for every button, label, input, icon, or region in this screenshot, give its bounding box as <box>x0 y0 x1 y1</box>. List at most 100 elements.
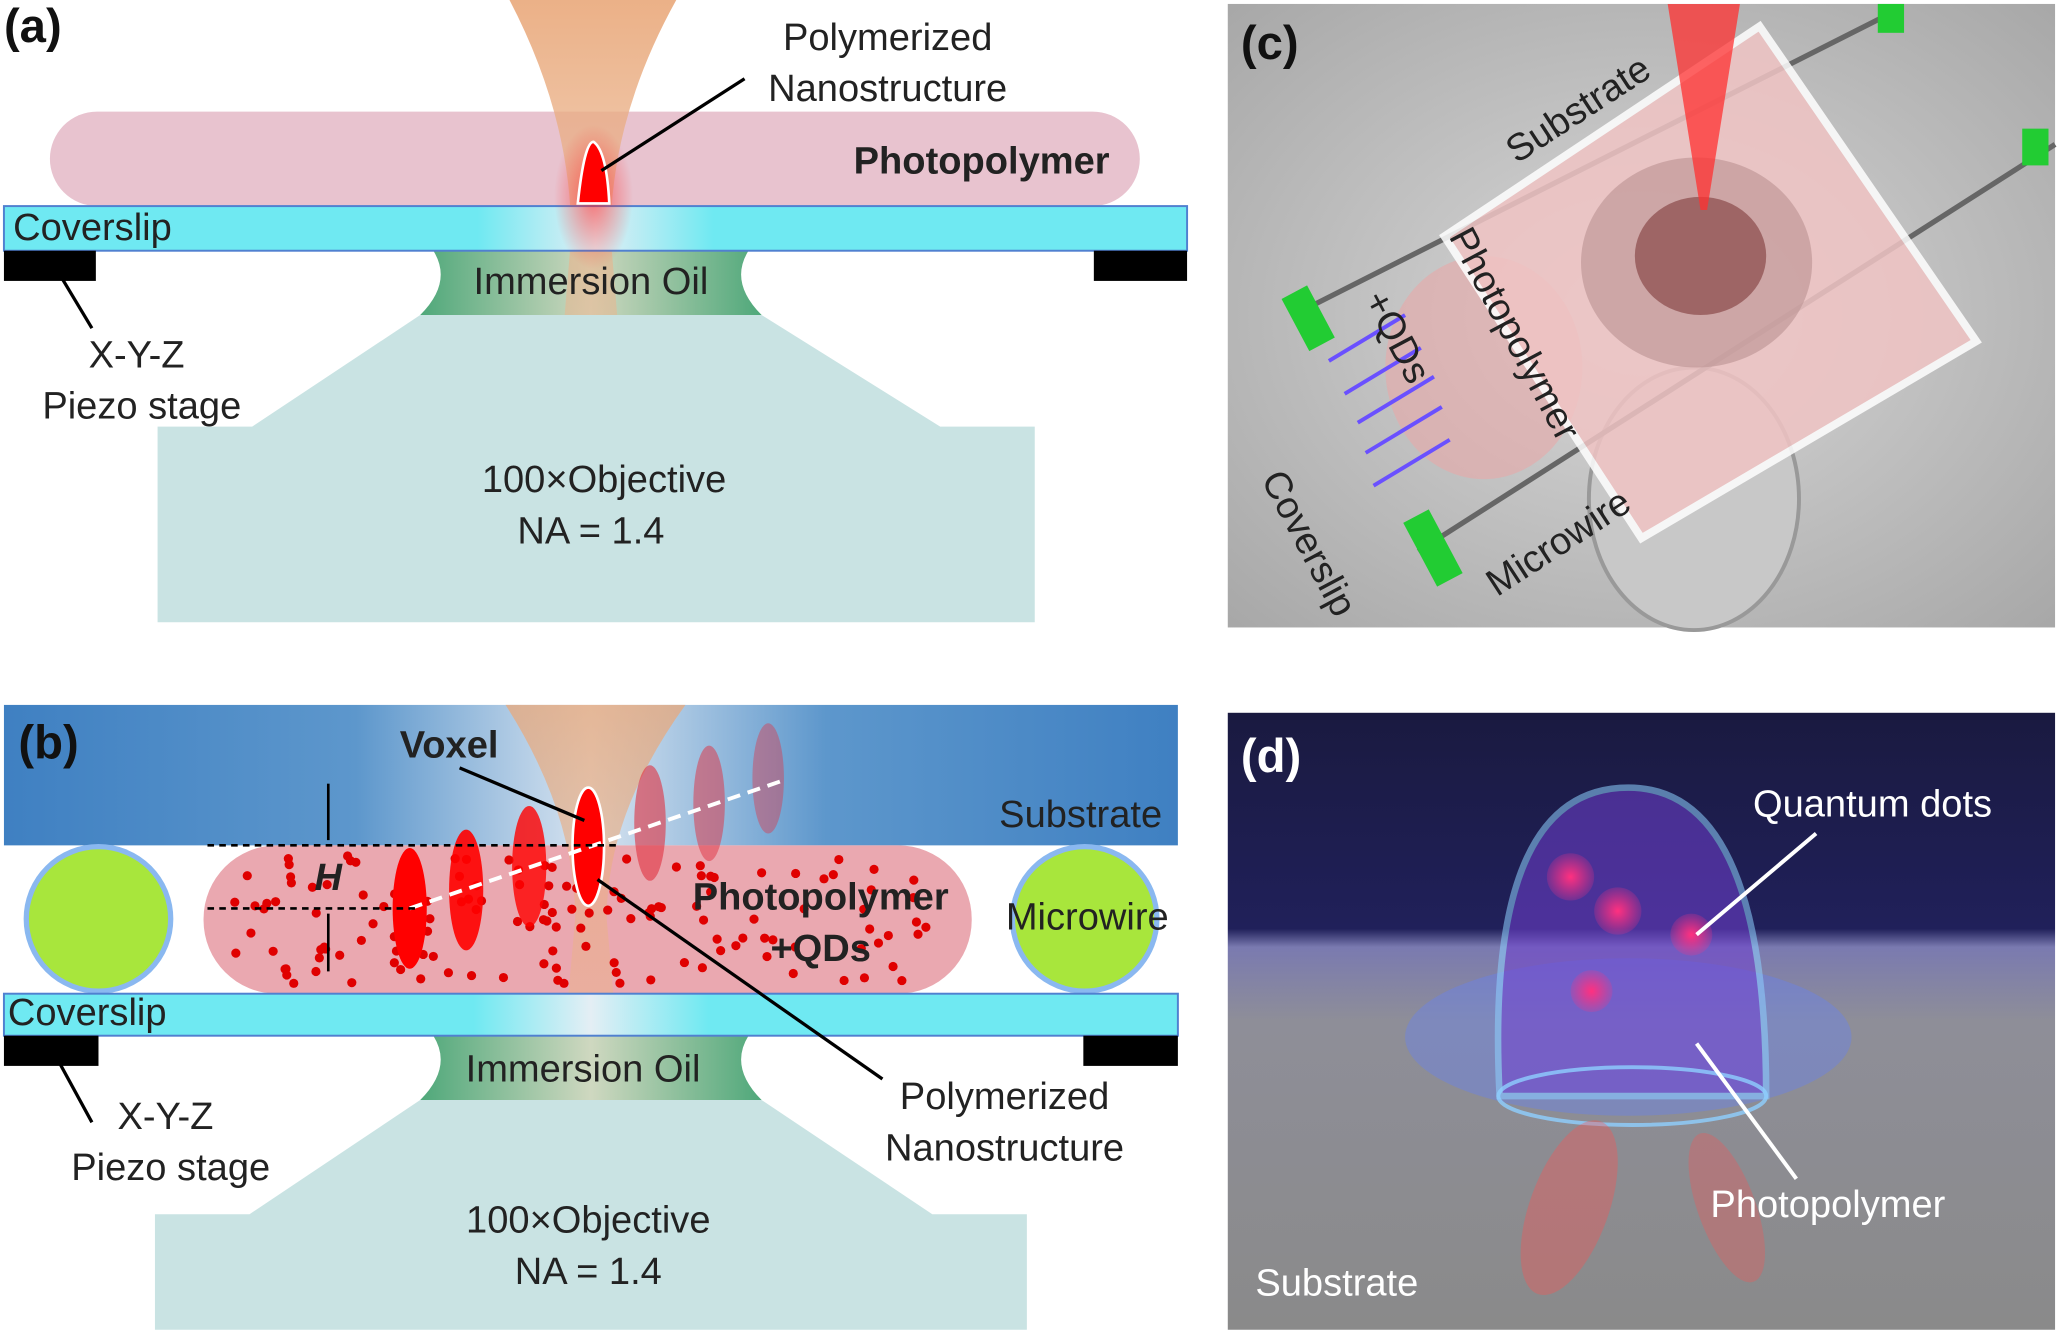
qd-dot <box>356 935 366 946</box>
panel-a: (a) Polymerized Nanostructure Photopolym… <box>2 0 1189 623</box>
qd-dot <box>856 944 866 954</box>
qd-dot <box>866 885 876 895</box>
qd-dot <box>311 966 321 977</box>
panel-d: (d) Quantum dots Photopolymer Substrate <box>1227 712 2056 1330</box>
objective-label-1: 100×Objective <box>482 459 726 501</box>
qd-dot <box>731 941 741 951</box>
qd-dot <box>322 880 332 890</box>
qd-dot <box>379 901 389 912</box>
qd-dot <box>342 851 353 861</box>
objective-label-1: 100×Objective <box>466 1200 710 1242</box>
qd-dot <box>865 924 875 934</box>
stage-label-1: X-Y-Z <box>89 335 185 377</box>
polymerized-label-1: Polymerized <box>900 1076 1109 1118</box>
qd-dot <box>548 946 558 956</box>
panel-d-label: (d) <box>1241 730 1301 783</box>
qd-dot <box>654 902 664 912</box>
qd-dot <box>584 908 594 918</box>
qd-dot <box>698 915 709 925</box>
qd-dot <box>609 958 619 968</box>
coverslip <box>2 992 1179 1037</box>
microwire-right <box>1009 844 1160 994</box>
immersion-oil <box>420 1035 762 1101</box>
qd-dot <box>466 970 477 981</box>
microwire-label: Microwire <box>1006 896 1169 938</box>
quantum-dots-label: Quantum dots <box>1753 783 1992 825</box>
objective-label-2: NA = 1.4 <box>517 510 664 552</box>
qd-dot <box>695 861 705 871</box>
stage-label-2: Piezo stage <box>71 1147 270 1189</box>
immersion-oil-label: Immersion Oil <box>474 261 709 303</box>
stage-block-right <box>1093 250 1188 281</box>
arrow <box>1364 405 1443 455</box>
polymerized-label-2: Nanostructure <box>768 68 1007 110</box>
qd-dot <box>284 860 294 870</box>
voxel <box>693 745 725 862</box>
substrate-label: Substrate <box>999 794 1162 836</box>
qd-dot <box>559 978 569 988</box>
objective <box>157 315 1035 623</box>
qd-dot <box>551 922 561 932</box>
qd-dot <box>897 975 907 986</box>
focus-spot <box>1634 196 1767 316</box>
qd-dot <box>311 908 321 918</box>
qd-dot <box>280 964 290 974</box>
qd-dot <box>611 967 621 978</box>
voxel <box>449 829 484 951</box>
clip-1 <box>1281 285 1335 352</box>
qd-dot <box>909 875 919 885</box>
voxel-label: Voxel <box>400 724 499 766</box>
qd-dot <box>692 901 702 911</box>
qd-dot <box>709 872 719 883</box>
qd-dot <box>913 929 923 939</box>
qd-dot <box>567 904 577 914</box>
arrow <box>1327 313 1407 363</box>
stage-label-2: Piezo stage <box>42 386 241 428</box>
stage-block-left <box>3 1035 99 1066</box>
qd-dot <box>839 975 849 986</box>
qd-dot <box>581 941 591 951</box>
qd-dot <box>443 968 454 978</box>
qd-dot <box>307 882 317 892</box>
substrate-label: Substrate <box>1255 1263 1418 1305</box>
quantum-dots-pointer <box>1695 832 1818 937</box>
qd-dot <box>289 978 299 988</box>
qd-dot <box>646 975 656 985</box>
clip-4 <box>2022 128 2049 166</box>
nanostructure-pointer <box>600 77 746 173</box>
objective-label-2: NA = 1.4 <box>515 1251 662 1293</box>
qd-dot <box>679 957 690 968</box>
qd-dot <box>286 878 296 888</box>
arrow <box>1356 375 1435 425</box>
stage-block-left <box>3 250 96 281</box>
qd-dot <box>790 942 800 952</box>
qd-dot <box>859 904 869 914</box>
qd-dot <box>262 898 272 908</box>
objective <box>154 1100 1027 1330</box>
panel-c-label: (c) <box>1241 17 1299 70</box>
polymerized-label-2: Nanostructure <box>885 1127 1124 1169</box>
excitation-arrows <box>1327 313 1451 488</box>
qd-dot <box>358 890 368 900</box>
height-label: H <box>315 857 344 899</box>
qd-dot <box>738 933 748 943</box>
microwire-left <box>23 844 174 994</box>
qd-dot <box>231 948 241 958</box>
qd-dot <box>539 959 549 969</box>
stage-pointer <box>51 1049 94 1124</box>
panel-a-label: (a) <box>4 0 62 53</box>
panel-b: (b) Voxel Substrate H Photopolymer +QDs … <box>2 704 1179 1330</box>
qd-dot <box>697 963 707 973</box>
qd-dot <box>562 881 572 891</box>
qd-dot <box>908 893 919 903</box>
voxel-pointer <box>458 766 585 822</box>
qd-dot <box>859 973 870 983</box>
voxels <box>392 723 784 969</box>
qd-dot <box>416 974 426 984</box>
qd-dot <box>512 916 523 927</box>
qd-dot <box>551 963 561 973</box>
stage-block-right <box>1083 1035 1178 1066</box>
nanostructure <box>576 140 611 205</box>
qd-dot <box>268 946 278 956</box>
